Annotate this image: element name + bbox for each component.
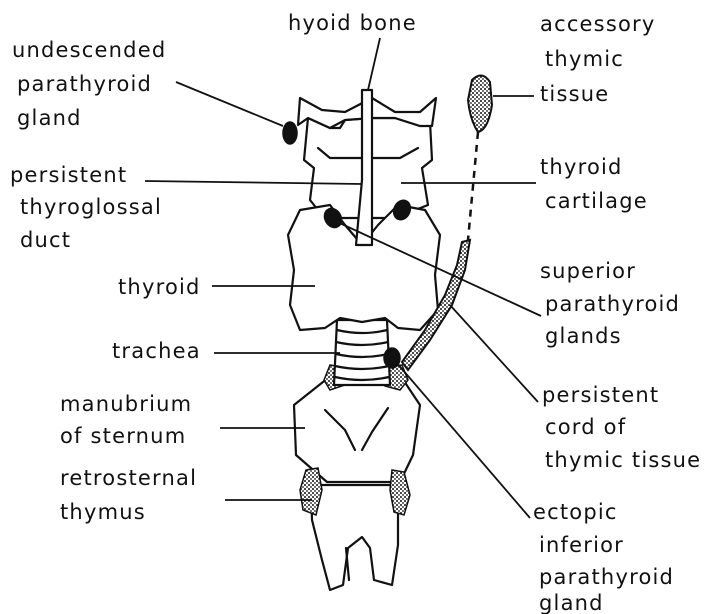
sternum-body-shape [311,485,398,590]
svg-text:cartilage: cartilage [545,189,648,213]
label-retrosternal-thymus: retrosternal thymus [60,466,197,524]
label-trachea: trachea [112,339,201,363]
label-persistent-cord-of-thymic-tissue: persistent cord of thymic tissue [542,383,701,472]
svg-text:undescended: undescended [12,38,166,62]
svg-text:ectopic: ectopic [533,500,618,524]
svg-text:superior: superior [540,259,636,283]
svg-text:inferior: inferior [539,533,624,557]
label-undescended-parathyroid-gland: undescended parathyroid gland [12,38,166,130]
accessory-thymic-tissue-shape [468,75,492,132]
sternum-midline [346,548,349,580]
svg-text:parathyroid: parathyroid [545,292,680,316]
svg-text:gland: gland [17,106,82,130]
label-manubrium-of-sternum: manubrium of sternum [60,392,192,448]
label-thyroid: thyroid [118,275,201,299]
svg-text:thymus: thymus [60,500,146,524]
label-superior-parathyroid-glands: superior parathyroid glands [540,259,680,348]
label-thyroid-cartilage: thyroid cartilage [540,155,648,213]
svg-text:thymic tissue: thymic tissue [545,448,701,472]
svg-text:parathyroid: parathyroid [17,72,152,96]
label-hyoid-bone: hyoid bone [288,11,417,35]
svg-text:tissue: tissue [540,82,609,106]
svg-text:of sternum: of sternum [60,424,186,448]
svg-text:persistent: persistent [10,163,127,187]
label-persistent-thyroglossal-duct: persistent thyroglossal duct [10,163,162,252]
svg-text:glands: glands [545,324,622,348]
svg-text:thyroglossal: thyroglossal [20,195,162,219]
label-ectopic-inferior-parathyroid-gland: ectopic inferior parathyroid gland [533,500,674,614]
undescended-parathyroid [283,122,297,144]
svg-text:duct: duct [20,228,71,252]
svg-text:persistent: persistent [542,383,659,407]
thymic-dashed-line [468,132,478,240]
svg-text:accessory: accessory [540,12,655,36]
svg-text:manubrium: manubrium [60,392,192,416]
svg-text:cord of: cord of [545,415,626,439]
trachea-shape [334,320,390,385]
retrosternal-thymus-right [390,470,410,515]
manubrium-of-sternum-shape [294,378,420,482]
svg-text:retrosternal: retrosternal [60,466,197,490]
label-accessory-thymic-tissue: accessory thymic tissue [540,12,655,106]
svg-text:parathyroid: parathyroid [539,565,674,589]
svg-text:thymic: thymic [545,47,624,71]
svg-text:thyroid: thyroid [540,155,623,179]
svg-text:gland: gland [539,591,604,614]
